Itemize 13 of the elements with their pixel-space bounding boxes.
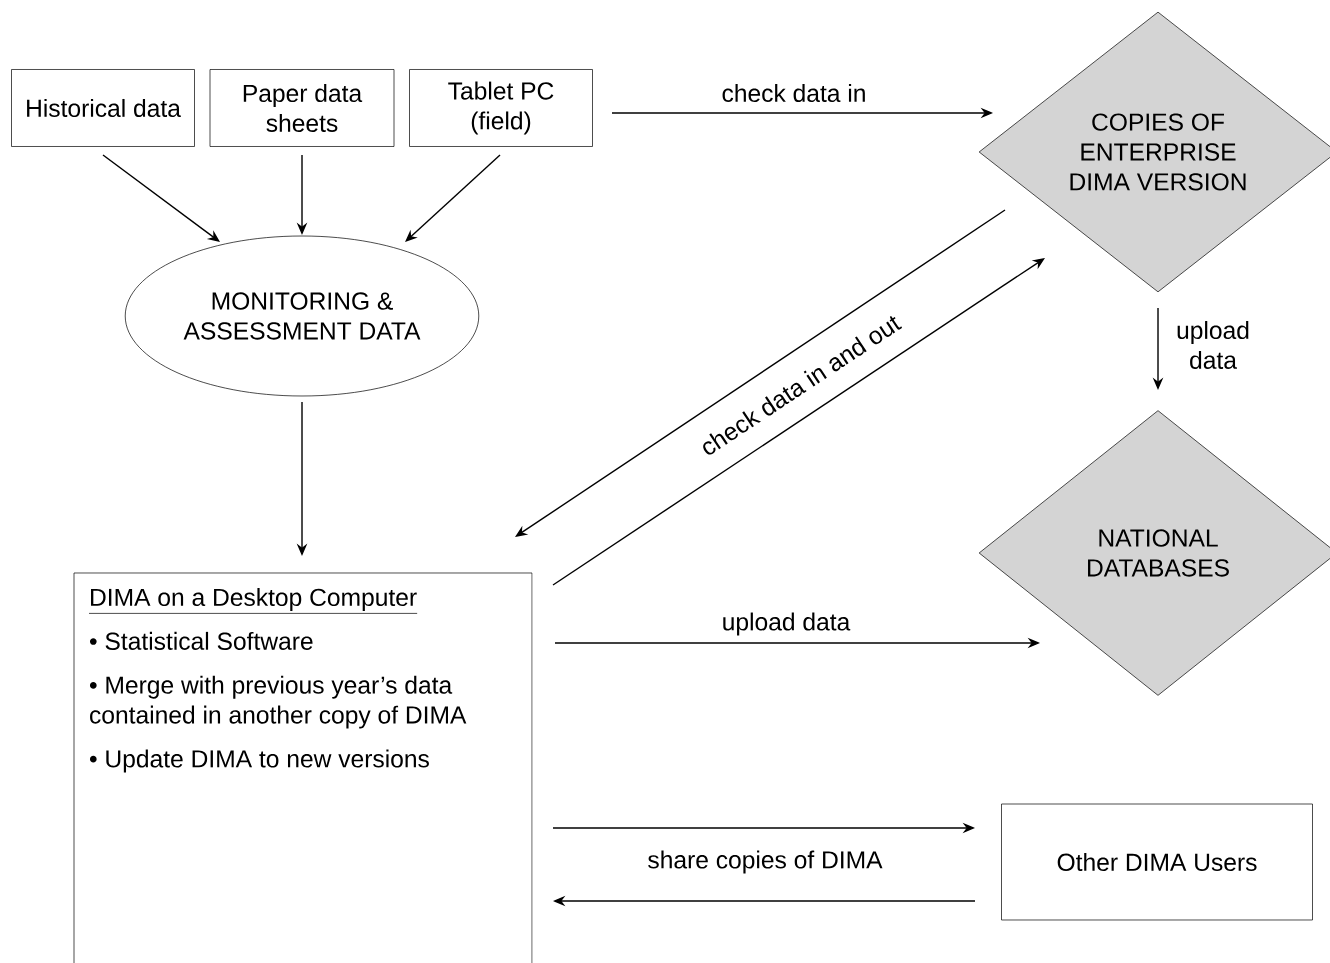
process-box: Other DIMA Users <box>1001 803 1313 921</box>
process-box: Tablet PC (field) <box>409 69 593 147</box>
edge-label: upload data <box>1177 321 1249 369</box>
edge-label: share copies of DIMA <box>648 850 883 874</box>
computer-box: DIMA on a Desktop Computer • Statistical Software • Merge with previous year’s data contained in another copy of DIMA • Update DIMA to new versions <box>73 572 533 963</box>
arrow <box>405 154 501 242</box>
arrow <box>515 209 1006 537</box>
process-box: Historical data <box>11 69 195 147</box>
arrow <box>552 258 1045 586</box>
process-box: Paper data sheets <box>209 69 395 147</box>
edge-label: check data in <box>722 83 865 103</box>
arrow <box>102 154 220 242</box>
edge-label: upload data <box>723 612 851 636</box>
